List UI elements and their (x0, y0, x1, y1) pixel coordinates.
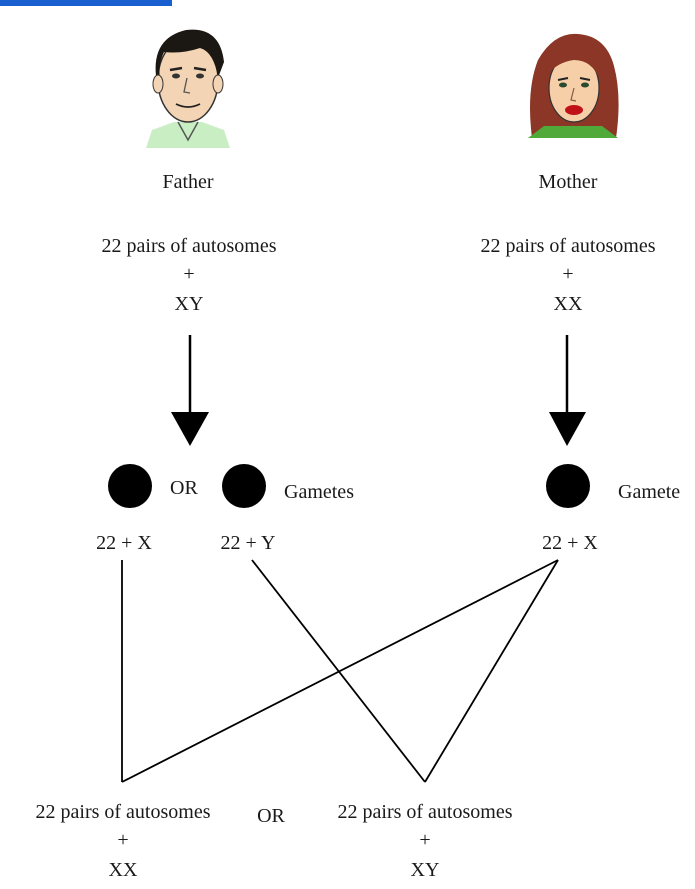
line-father-y-to-boy (251, 559, 426, 783)
girl-autosomes: 22 pairs of autosomes (35, 801, 211, 823)
mother-plus: + (562, 263, 574, 285)
father-gamete-y-label: 22 + Y (220, 532, 276, 554)
offspring-or-label: OR (257, 805, 285, 827)
father-gamete-y-dot (222, 464, 266, 508)
mother-autosomes: 22 pairs of autosomes (480, 235, 656, 257)
father-plus: + (183, 263, 195, 285)
father-label: Father (162, 171, 214, 193)
father-gametes-label: Gametes (284, 481, 354, 503)
man-face-icon (146, 29, 230, 148)
father-arrowhead (171, 412, 209, 446)
mother-gamete-x-label: 22 + X (542, 532, 598, 554)
mother-sex-chromosomes: XX (553, 293, 583, 315)
boy-sex-chromosomes: XY (410, 859, 440, 881)
father-gamete-x-dot (108, 464, 152, 508)
father-gamete-x-label: 22 + X (96, 532, 152, 554)
girl-sex-chromosomes: XX (108, 859, 138, 881)
woman-face-icon (528, 33, 619, 138)
mother-gamete-dot (546, 464, 590, 508)
father-sex-chromosomes: XY (174, 293, 204, 315)
girl-plus: + (117, 829, 129, 851)
boy-autosomes: 22 pairs of autosomes (337, 801, 513, 823)
mother-arrowhead (549, 412, 586, 446)
father-autosomes: 22 pairs of autosomes (101, 235, 277, 257)
mother-label: Mother (538, 171, 598, 193)
mother-gamete-label: Gamete (618, 481, 681, 503)
top-accent-bar (0, 0, 172, 6)
line-mother-x-to-girl (121, 559, 559, 783)
gamete-or-label: OR (170, 477, 198, 499)
line-mother-x-to-boy (424, 559, 559, 783)
boy-plus: + (419, 829, 431, 851)
